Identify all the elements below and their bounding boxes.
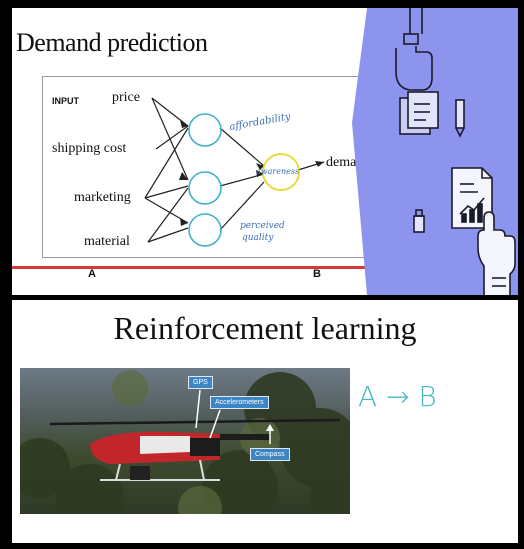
- hidden-label-awareness: awareness: [256, 167, 299, 176]
- slide-title: Reinforcement learning: [113, 310, 417, 346]
- slide-title: Demand prediction: [16, 28, 208, 57]
- corner-label-a: A: [88, 268, 96, 280]
- input-tag: INPUT: [52, 96, 79, 106]
- input-shipping-cost: shipping cost: [52, 141, 127, 156]
- hidden-neuron-3: [188, 213, 222, 247]
- hand-watch-icon: [395, 8, 433, 91]
- red-divider: [12, 266, 382, 269]
- report-chart-icon: [451, 167, 493, 229]
- input-marketing: marketing: [74, 190, 131, 205]
- helicopter-photo: GPS Accelerometers Compass: [20, 368, 350, 514]
- reinforcement-learning-slide: Reinforcement learning: [12, 300, 518, 543]
- input-price: price: [112, 90, 140, 105]
- annotation-gps: GPS: [188, 376, 213, 389]
- hidden-neuron-1: [188, 113, 222, 147]
- usb-drive-icon: [413, 209, 425, 233]
- side-illustration: [395, 8, 516, 295]
- handwritten-a-to-b: A → B: [358, 380, 437, 413]
- helicopter-scene: [20, 370, 350, 514]
- pen-icon: [455, 99, 465, 138]
- hidden-neuron-2: [188, 171, 222, 205]
- demand-prediction-slide: Demand prediction INPUT price shipping c…: [12, 8, 518, 295]
- pointing-hand-icon: [477, 211, 516, 295]
- output-neuron: [262, 153, 300, 191]
- annotation-accelerometers: Accelerometers: [210, 396, 269, 409]
- input-material: material: [84, 234, 130, 249]
- corner-label-b: B: [313, 268, 321, 280]
- annotation-compass: Compass: [250, 448, 290, 461]
- documents-icon: [399, 91, 439, 135]
